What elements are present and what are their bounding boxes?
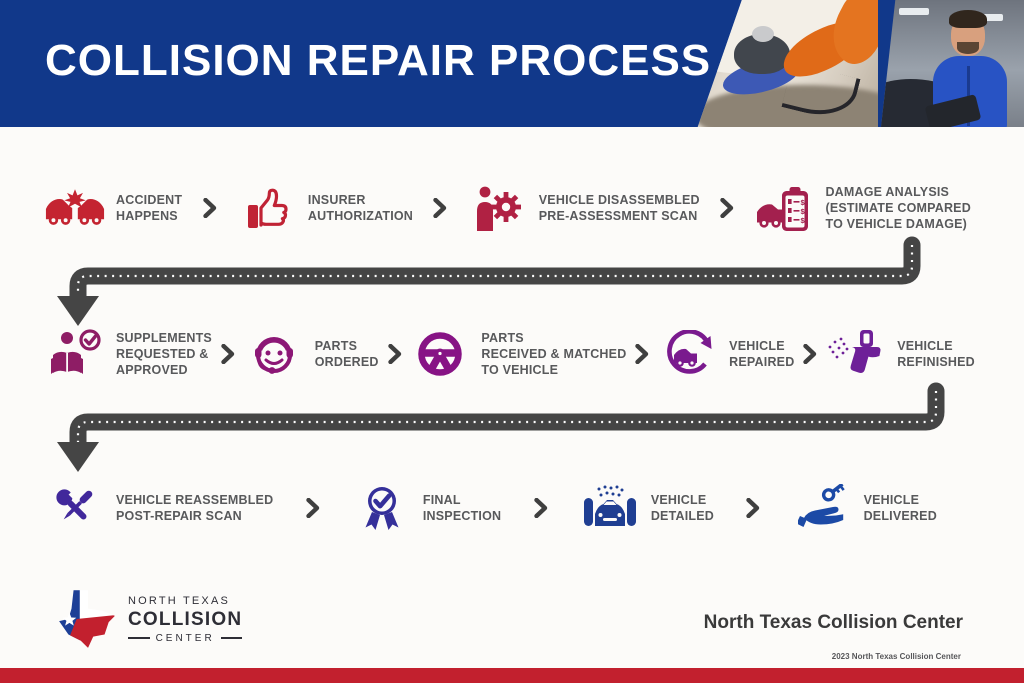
step-insurer-authorization: INSURER AUTHORIZATION bbox=[237, 179, 413, 237]
chevron-right-icon bbox=[803, 344, 817, 364]
road-connector-2 bbox=[57, 382, 945, 472]
step-supplements-approved: SUPPLEMENTS REQUESTED & APPROVED bbox=[45, 325, 212, 383]
steering-wheel-icon bbox=[410, 325, 470, 383]
step-vehicle-detailed: VEHICLE DETAILED bbox=[580, 479, 714, 537]
step-final-inspection: FINAL INSPECTION bbox=[352, 479, 501, 537]
chevron-right-icon bbox=[533, 498, 548, 518]
step-damage-analysis: $ $ $ DAMAGE ANALYSIS (ESTIMATE COMPARED… bbox=[754, 179, 971, 237]
brand-name: North Texas Collision Center bbox=[703, 612, 963, 633]
step-parts-ordered: PARTS ORDERED bbox=[244, 325, 379, 383]
logo-line-3: CENTER bbox=[128, 633, 243, 644]
step-vehicle-repaired: VEHICLE REPAIRED bbox=[658, 325, 794, 383]
chevron-right-icon bbox=[433, 198, 447, 218]
step-label: PARTS RECEIVED & MATCHED TO VEHICLE bbox=[481, 331, 627, 377]
road-connector-1 bbox=[57, 236, 921, 326]
step-label: VEHICLE DETAILED bbox=[650, 493, 715, 523]
logo-line-1: NORTH TEXAS bbox=[128, 594, 231, 607]
technician-gear-icon bbox=[468, 179, 528, 237]
page-title: COLLISION REPAIR PROCESS bbox=[45, 36, 712, 85]
step-label: VEHICLE REASSEMBLED POST-REPAIR SCAN bbox=[116, 493, 274, 523]
car-wash-icon bbox=[580, 479, 640, 537]
step-parts-received: PARTS RECEIVED & MATCHED TO VEHICLE bbox=[410, 325, 626, 383]
crossed-tools-icon bbox=[45, 479, 105, 537]
spray-gun-icon bbox=[826, 325, 886, 383]
step-label: INSURER AUTHORIZATION bbox=[307, 193, 414, 223]
step-vehicle-reassembled: VEHICLE REASSEMBLED POST-REPAIR SCAN bbox=[45, 479, 273, 537]
step-label: DAMAGE ANALYSIS (ESTIMATE COMPARED TO VE… bbox=[825, 185, 971, 231]
svg-text:$: $ bbox=[801, 198, 806, 207]
step-label: SUPPLEMENTS REQUESTED & APPROVED bbox=[116, 331, 212, 377]
parts-ordered-headset-icon bbox=[244, 325, 304, 383]
svg-text:$: $ bbox=[801, 216, 806, 225]
bottom-red-bar bbox=[0, 668, 1024, 683]
process-row-3: VEHICLE REASSEMBLED POST-REPAIR SCAN FIN… bbox=[45, 472, 937, 544]
step-label: PARTS ORDERED bbox=[314, 339, 379, 369]
step-label: ACCIDENT HAPPENS bbox=[116, 193, 183, 223]
step-label: VEHICLE REFINISHED bbox=[897, 339, 975, 369]
chevron-right-icon bbox=[221, 344, 235, 364]
company-logo: NORTH TEXAS COLLISION CENTER bbox=[56, 588, 243, 650]
inspection-badge-icon bbox=[352, 479, 412, 537]
chevron-right-icon bbox=[202, 198, 217, 218]
supplements-approval-icon bbox=[45, 325, 105, 383]
texas-flag-icon bbox=[59, 590, 115, 648]
step-vehicle-refinished: VEHICLE REFINISHED bbox=[826, 325, 975, 383]
process-row-2: SUPPLEMENTS REQUESTED & APPROVED PARTS O… bbox=[45, 318, 975, 390]
svg-text:$: $ bbox=[801, 207, 806, 216]
chevron-right-icon bbox=[720, 198, 734, 218]
logo-line-2: COLLISION bbox=[128, 608, 243, 630]
step-label: VEHICLE DELIVERED bbox=[863, 493, 937, 523]
copyright-text: 2023 North Texas Collision Center bbox=[831, 652, 961, 661]
step-label: VEHICLE DISASSEMBLED PRE-ASSESSMENT SCAN bbox=[538, 193, 700, 223]
step-vehicle-delivered: VEHICLE DELIVERED bbox=[793, 479, 937, 537]
thumbs-up-icon bbox=[237, 179, 297, 237]
step-label: FINAL INSPECTION bbox=[422, 493, 502, 523]
step-accident-happens: ACCIDENT HAPPENS bbox=[45, 179, 182, 237]
step-label: VEHICLE REPAIRED bbox=[729, 339, 795, 369]
chevron-right-icon bbox=[635, 344, 649, 364]
chevron-right-icon bbox=[387, 344, 402, 364]
arrow-down-icon bbox=[57, 442, 99, 472]
car-crash-icon bbox=[45, 179, 105, 237]
step-vehicle-disassembled: VEHICLE DISASSEMBLED PRE-ASSESSMENT SCAN bbox=[468, 179, 700, 237]
chevron-right-icon bbox=[305, 498, 320, 518]
car-repair-cycle-icon bbox=[658, 325, 718, 383]
estimate-clipboard-icon: $ $ $ bbox=[754, 179, 814, 237]
technician-photo bbox=[881, 0, 1024, 127]
key-handover-icon bbox=[793, 479, 853, 537]
chevron-right-icon bbox=[746, 498, 760, 518]
process-row-1: ACCIDENT HAPPENS INSURER AUTHORIZATION bbox=[45, 172, 971, 244]
